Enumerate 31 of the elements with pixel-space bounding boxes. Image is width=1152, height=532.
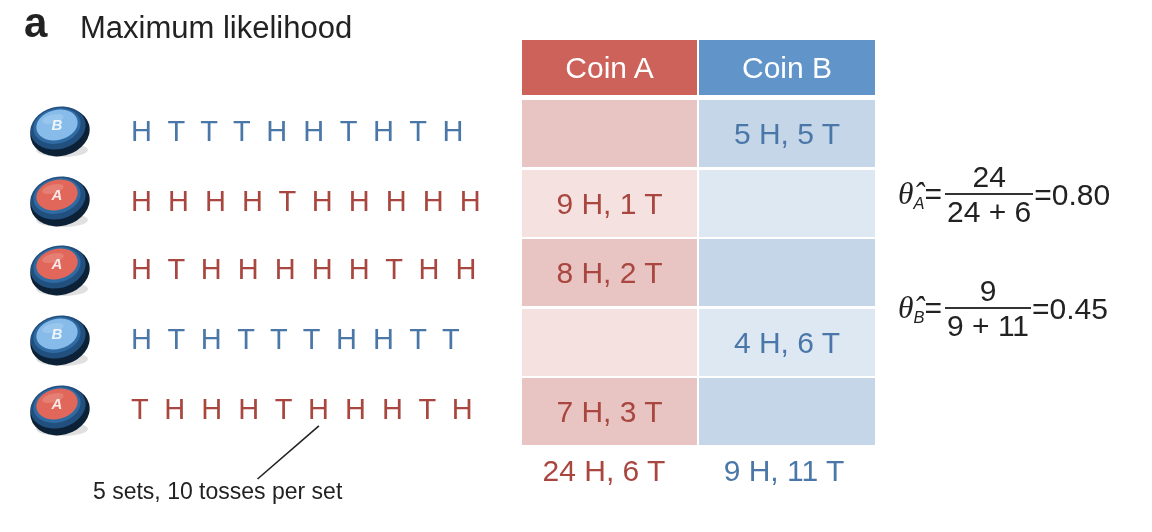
total-count: 24 H, 6 T [542,454,666,487]
coin-letter: A [51,186,63,202]
header-text: Coin A [565,51,654,84]
header-text: Coin B [741,51,832,84]
coin-letter: A [51,395,63,411]
coin-letter: B [51,325,63,341]
coin-letter: B [51,116,63,132]
title: Maximum likelihood [80,12,353,43]
toss-sequence: H H H H T H H H H H [131,186,481,218]
count-text: 9 H, 1 T [556,187,663,220]
count-text: 7 H, 3 T [556,395,663,428]
toss-sequence: H T T T H H T H T H [131,116,464,148]
toss-sequence: T H H H T H H H T H [131,394,473,426]
total-count: 9 H, 11 T [723,454,845,487]
annotation: 5 sets, 10 tosses per set [93,479,343,505]
denominator: 9 + 11 [947,309,1030,342]
estimate-symbol: θ̂$_{A}$= [898,174,943,214]
toss-sequence: H T H H H H H T H H [131,254,477,286]
count-text: 4 H, 6 T [733,326,841,359]
numerator: 9 [979,274,997,307]
count-text: 8 H, 2 T [556,256,663,289]
coin-letter: A [51,255,63,271]
estimate-value: =0.45 [1032,291,1108,325]
estimate-symbol: θ̂$_{B}$= [898,288,943,328]
panel-letter: a [24,2,48,44]
estimate-value: =0.80 [1034,177,1111,211]
count-text: 5 H, 5 T [733,117,841,150]
denominator: 24 + 6 [947,195,1032,228]
toss-sequence: H T H T T T H H T T [131,324,460,356]
leader-line [256,425,320,480]
numerator: 24 [972,160,1006,193]
